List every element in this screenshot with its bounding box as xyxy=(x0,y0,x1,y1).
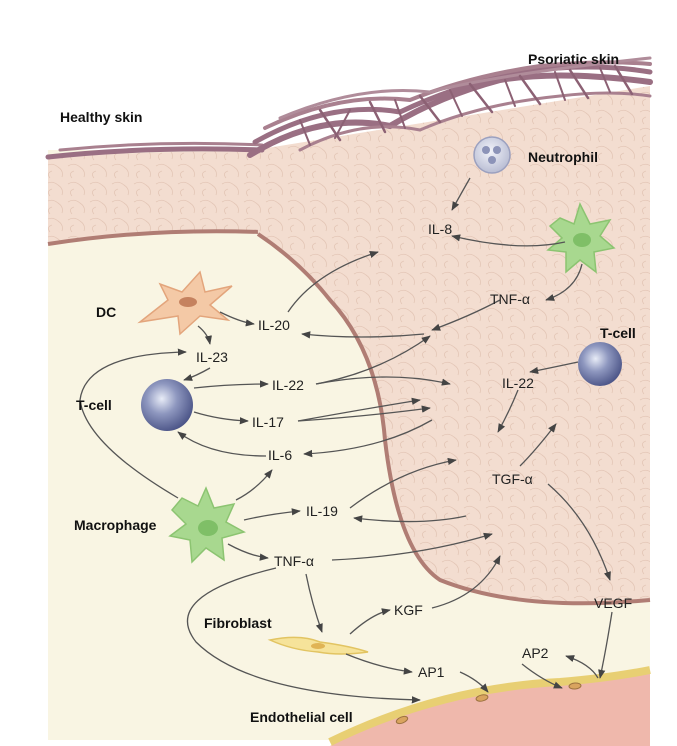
il22-right-label: IL-22 xyxy=(502,375,534,391)
arrow-tnfa-vessel xyxy=(186,567,421,704)
il22-left-label: IL-22 xyxy=(272,377,304,393)
arrow-il23-tcell xyxy=(183,367,211,381)
arrow-tnfa-epi xyxy=(431,299,501,331)
arrow-tnfa-fibro xyxy=(305,573,323,633)
tcell-left-label: T-cell xyxy=(76,397,112,413)
blood-vessel xyxy=(330,672,650,746)
psoriatic-skin-label: Psoriatic skin xyxy=(528,51,620,67)
macrophage-cell xyxy=(168,486,246,564)
arrow-fibro-kgf xyxy=(349,608,391,635)
tcell-right-label: T-cell xyxy=(600,325,636,341)
arrow-macro-il6 xyxy=(235,469,273,501)
arrow-tcell-il22 xyxy=(193,380,269,389)
neutrophil-cell xyxy=(473,136,511,174)
tcell-left-cell xyxy=(141,379,193,431)
arrow-il22-right-down xyxy=(497,389,519,433)
tnfa-bottom-label: TNF-α xyxy=(274,553,314,569)
arrow-epi-il6 xyxy=(303,419,433,458)
arrow-il22-epi2 xyxy=(315,376,451,386)
signal-arrows xyxy=(79,177,613,704)
arrow-il19-epi xyxy=(349,457,457,509)
fibroblast-cell xyxy=(267,636,369,655)
endothelial-cell-label: Endothelial cell xyxy=(250,709,353,725)
il20-label: IL-20 xyxy=(258,317,290,333)
vegf-label: VEGF xyxy=(594,595,633,611)
basement-membrane xyxy=(256,232,651,606)
il19-label: IL-19 xyxy=(306,503,338,519)
arrow-il6-tcell xyxy=(177,431,267,457)
arrow-ap1-vessel xyxy=(459,671,489,693)
arrow-kc-il8 xyxy=(451,234,566,247)
arrow-il17-epi2 xyxy=(297,397,421,422)
arrow-dc-il20 xyxy=(219,311,255,327)
il17-label: IL-17 xyxy=(252,414,284,430)
stratum-corneum xyxy=(45,56,653,160)
arrow-vegf-ap2 xyxy=(565,655,599,679)
arrow-kgf-epi xyxy=(431,555,501,609)
arrow-macro-tnfa xyxy=(227,543,269,561)
neutrophil-label: Neutrophil xyxy=(528,149,598,165)
tcell-right-cell xyxy=(578,342,622,386)
kgf-label: KGF xyxy=(394,602,423,618)
dc-label: DC xyxy=(96,304,117,320)
macrophage-label: Macrophage xyxy=(74,517,157,533)
arrow-il17-epi xyxy=(297,405,431,422)
arrow-neutrophil-il8 xyxy=(451,177,471,211)
dendritic-cell xyxy=(137,270,233,336)
arrow-kc-tnfa xyxy=(545,263,583,301)
arrow-epi-il19 xyxy=(353,515,467,523)
endothelial-nuclei xyxy=(395,682,582,725)
arrow-fibro-ap1 xyxy=(345,653,413,675)
ap2-label: AP2 xyxy=(522,645,549,661)
arrow-epi-il20 xyxy=(301,331,425,339)
il8-label: IL-8 xyxy=(428,221,453,237)
arrow-il20-up xyxy=(287,251,379,313)
arrow-ap2-vessel xyxy=(521,663,563,689)
arrow-tcell-right-il22 xyxy=(529,361,579,374)
arrow-tgfa-up xyxy=(519,423,557,467)
arrow-dc-il23 xyxy=(197,325,212,345)
tgfa-label: TGF-α xyxy=(492,471,533,487)
endothelium xyxy=(328,666,651,746)
arrow-tnfa-epi2 xyxy=(331,532,493,561)
il23-label: IL-23 xyxy=(196,349,228,365)
healthy-skin-label: Healthy skin xyxy=(60,109,143,125)
ap1-label: AP1 xyxy=(418,664,445,680)
arrow-macro-il19 xyxy=(243,508,301,521)
tnfa-top-label: TNF-α xyxy=(490,291,530,307)
il6-label: IL-6 xyxy=(268,447,293,463)
arrow-vegf-vessel xyxy=(598,611,613,679)
arrow-macro-il23 xyxy=(79,348,187,499)
arrow-tgfa-vegf xyxy=(547,483,611,581)
arrow-tcell-il17 xyxy=(193,411,249,425)
fibroblast-label: Fibroblast xyxy=(204,615,272,631)
